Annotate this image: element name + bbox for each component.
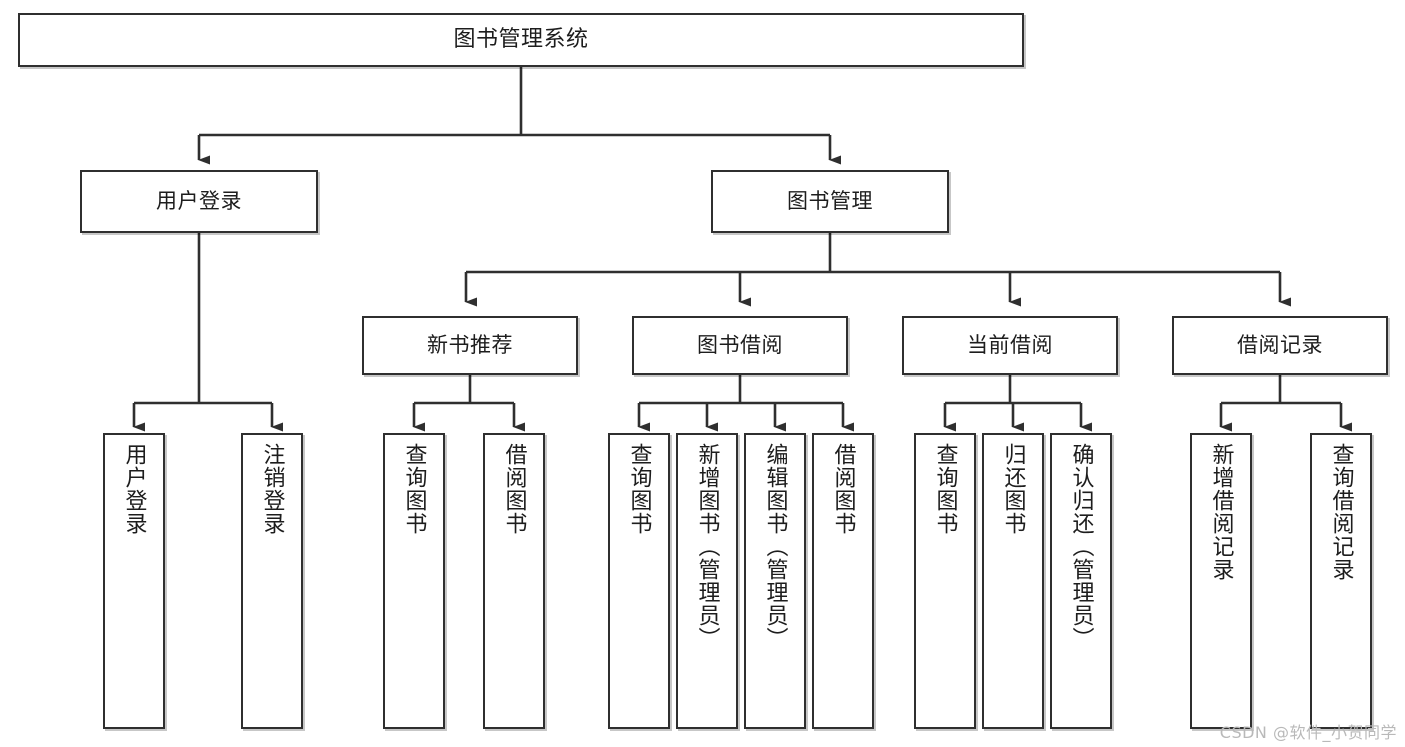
csdn-watermark: CSDN @软件_小贺同学 [1219,723,1397,742]
leaf-edit-book-admin[interactable]: 编辑图书（管理员） [744,433,806,729]
node-user-login[interactable]: 用户登录 [80,170,318,233]
node-label: 借阅图书 [501,443,527,535]
node-label: 新书推荐 [427,332,513,357]
node-label: 查询图书 [401,443,427,535]
node-borrowing-record[interactable]: 借阅记录 [1172,316,1388,375]
leaf-query-book-2[interactable]: 查询图书 [608,433,670,729]
node-label: 用户登录 [156,188,242,213]
node-label: 图书管理系统 [453,26,589,52]
node-label: 查询借阅记录 [1328,443,1354,581]
node-label: 当前借阅 [967,332,1053,357]
node-label: 注销登录 [259,443,285,535]
node-root-system[interactable]: 图书管理系统 [18,13,1024,67]
leaf-add-borrow-record[interactable]: 新增借阅记录 [1190,433,1252,729]
leaf-add-book-admin[interactable]: 新增图书（管理员） [676,433,738,729]
leaf-borrow-book-2[interactable]: 借阅图书 [812,433,874,729]
node-label: 借阅记录 [1237,332,1323,357]
node-label: 借阅图书 [830,443,856,535]
leaf-query-book-1[interactable]: 查询图书 [383,433,445,729]
leaf-logout[interactable]: 注销登录 [241,433,303,729]
leaf-borrow-book-1[interactable]: 借阅图书 [483,433,545,729]
node-label: 查询图书 [932,443,958,535]
leaf-query-book-3[interactable]: 查询图书 [914,433,976,729]
node-label: 图书借阅 [697,332,783,357]
leaf-query-borrow-record[interactable]: 查询借阅记录 [1310,433,1372,729]
leaf-return-book[interactable]: 归还图书 [982,433,1044,729]
node-label: 图书管理 [787,188,873,213]
node-label: 编辑图书（管理员） [762,443,788,650]
node-new-book-recommendation[interactable]: 新书推荐 [362,316,578,375]
node-current-borrowing[interactable]: 当前借阅 [902,316,1118,375]
node-book-management[interactable]: 图书管理 [711,170,949,233]
node-label: 新增借阅记录 [1208,443,1234,581]
node-label: 归还图书 [1000,443,1026,535]
node-book-borrowing[interactable]: 图书借阅 [632,316,848,375]
node-label: 查询图书 [626,443,652,535]
node-label: 新增图书（管理员） [694,443,720,650]
leaf-confirm-return-admin[interactable]: 确认归还（管理员） [1050,433,1112,729]
leaf-user-login[interactable]: 用户登录 [103,433,165,729]
node-label: 用户登录 [121,443,147,535]
node-label: 确认归还（管理员） [1068,443,1094,650]
